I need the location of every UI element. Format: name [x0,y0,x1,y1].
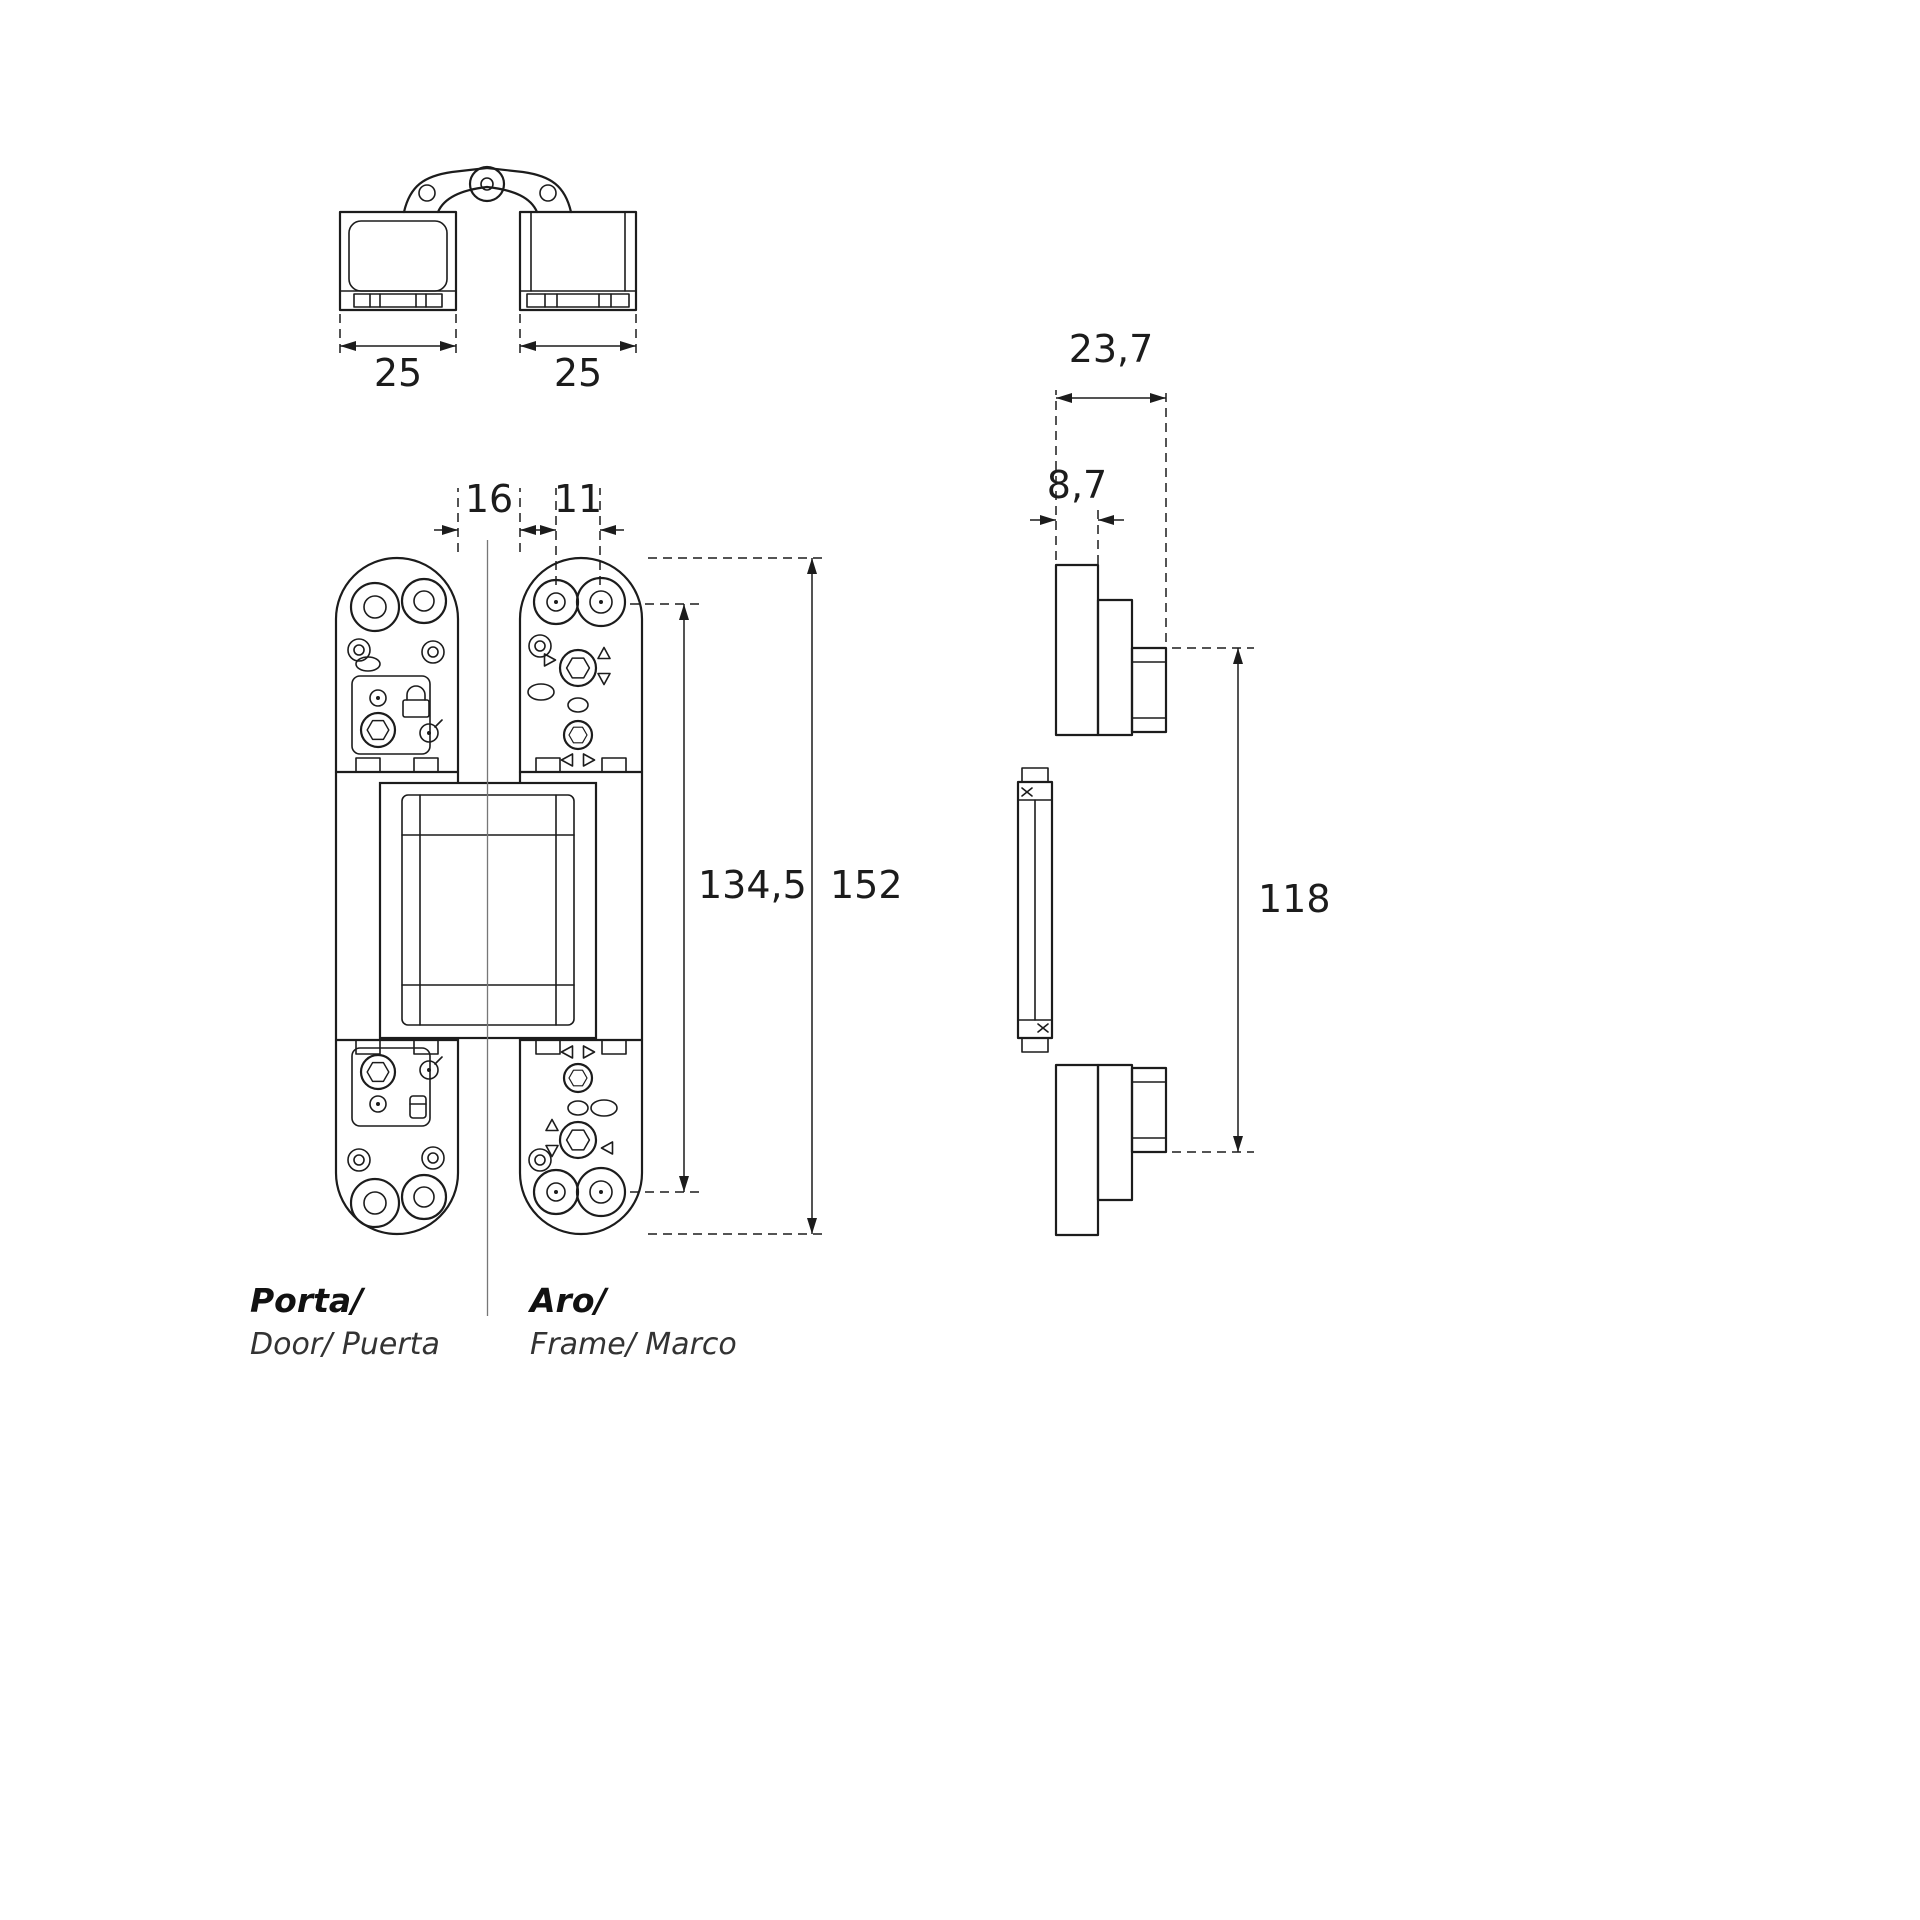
door-label-secondary: Door/ Puerta [250,1327,440,1362]
side-view-bottom-assembly [1054,1063,1168,1237]
brand-logo-icon [527,683,555,701]
dim-door-block-width: 25 [374,351,422,395]
dim-overall-height: 152 [830,863,903,907]
top-view-frame-block [518,210,638,312]
part-labels: Porta/ Door/ Puerta Aro/ Frame/ Marco [250,1281,737,1362]
brand-logo-icon [590,1099,618,1117]
dim-screw-spacing: 134,5 [698,863,807,907]
top-view-linkage-arms [402,165,573,214]
direction-arrow-icon [543,646,611,686]
top-view-dimensions: 25 25 [339,314,637,395]
side-view-hinge-body [1016,767,1054,1053]
hex-socket-bolt-icon [562,1062,594,1094]
top-view-door-block [338,210,458,312]
direction-arrow-icon [545,1118,614,1158]
front-view-frame-leaf [518,556,644,1236]
dim-center-gap: 16 [465,477,513,521]
frame-label-secondary: Frame/ Marco [530,1327,737,1362]
dim-leaf-thickness: 8,7 [1047,463,1107,507]
door-label-primary: Porta/ [250,1281,366,1320]
top-view [338,165,638,312]
adjustment-dial-icon [419,1056,443,1080]
front-view-dimensions: 16 11 134,5 152 [434,477,903,1235]
side-view [1016,563,1168,1237]
direction-arrow-icon [560,1045,596,1059]
dim-body-height: 118 [1258,877,1331,921]
hex-socket-bolt-icon [558,648,598,688]
lock-icon [402,685,430,718]
side-view-top-assembly [1054,563,1168,737]
adjustment-dial-icon [419,719,443,743]
dim-frame-inset: 11 [554,477,602,521]
dim-frame-block-width: 25 [554,351,602,395]
hex-socket-bolt-icon [558,1120,598,1160]
dim-overall-depth: 23,7 [1069,327,1154,371]
frame-label-primary: Aro/ [527,1281,609,1320]
brand-logo-icon [355,656,381,672]
side-view-dimensions: 23,7 8,7 118 [1030,327,1331,1153]
hex-socket-bolt-icon [562,719,594,751]
direction-arrow-icon [560,753,596,767]
hex-socket-bolt-icon [359,1053,397,1091]
hex-socket-bolt-icon [359,711,397,749]
front-view-door-leaf [334,556,460,1236]
cover-plug-icon [409,1095,427,1119]
